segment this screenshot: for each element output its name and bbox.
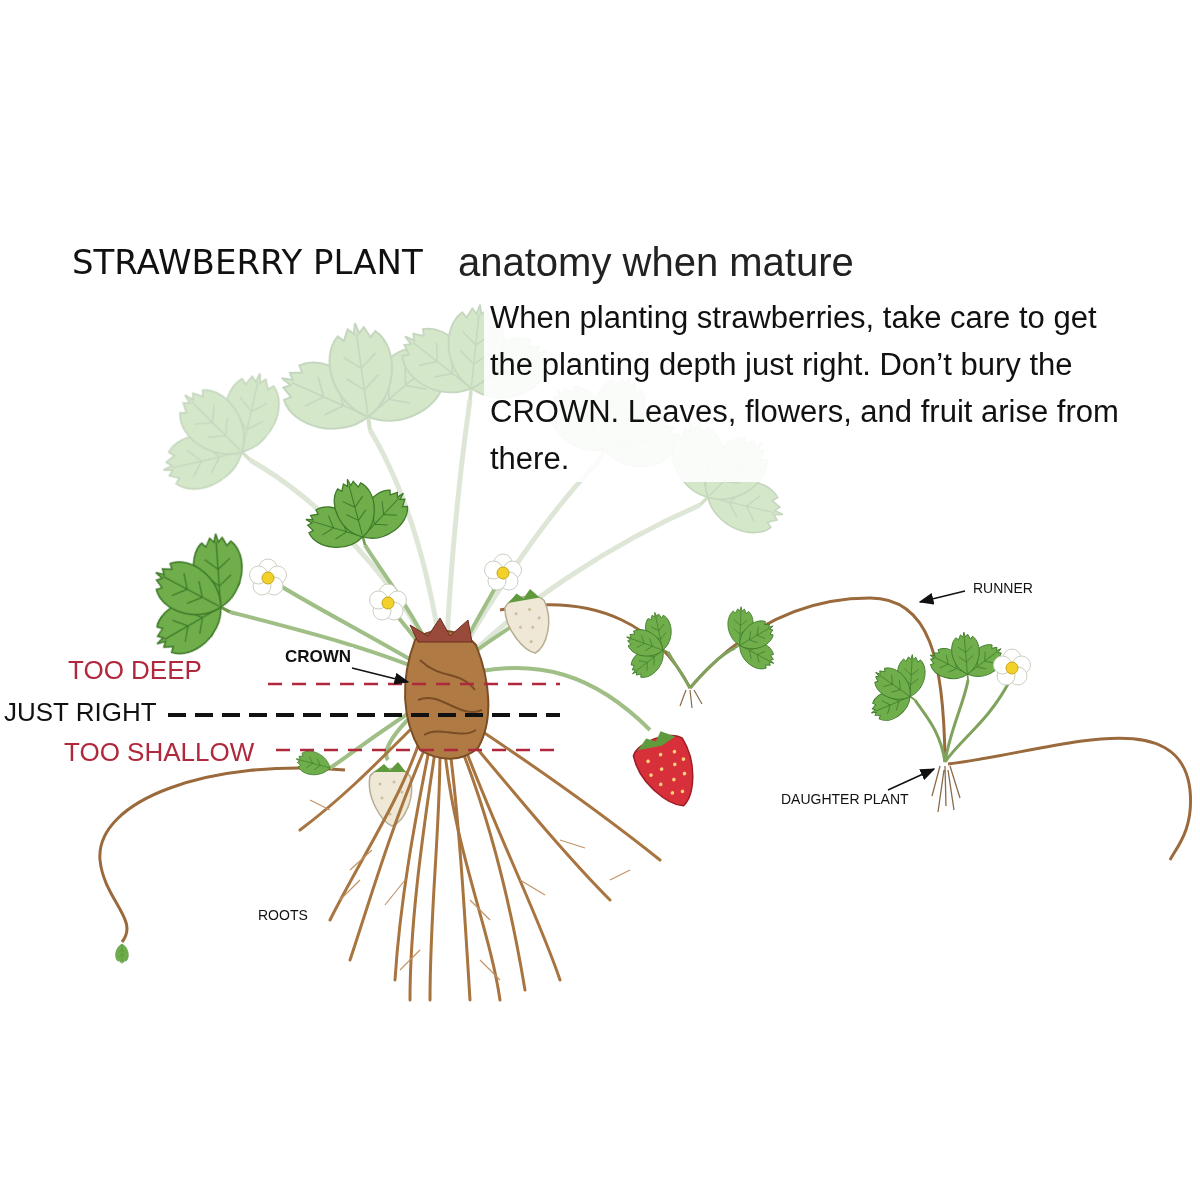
planting-note: When planting strawberries, take care to… bbox=[484, 294, 1136, 482]
depth-label: TOO SHALLOW bbox=[64, 737, 254, 768]
depth-label: JUST RIGHT bbox=[4, 697, 157, 728]
depth-label: TOO DEEP bbox=[68, 655, 202, 686]
part-label: RUNNER bbox=[973, 580, 1033, 596]
part-label: ROOTS bbox=[258, 907, 308, 923]
title: STRAWBERRY PLANT bbox=[72, 242, 423, 282]
subtitle: anatomy when mature bbox=[458, 240, 854, 285]
part-label: DAUGHTER PLANT bbox=[781, 791, 909, 807]
part-label: CROWN bbox=[283, 647, 353, 667]
